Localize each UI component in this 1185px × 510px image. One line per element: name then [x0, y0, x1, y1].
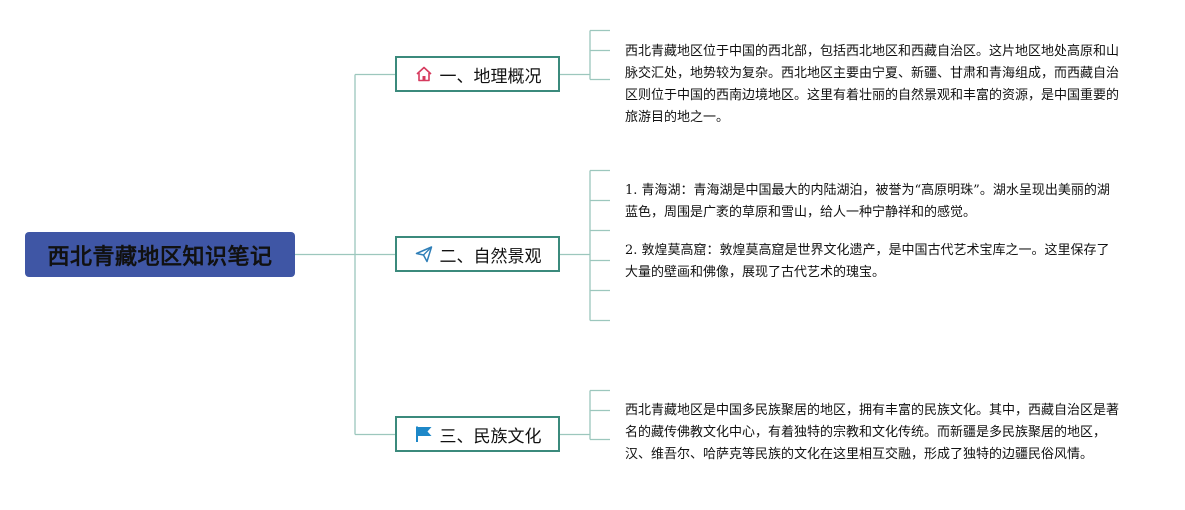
branch-label: 三、民族文化 [439, 426, 542, 447]
root-title: 西北青藏地区知识笔记 [47, 244, 273, 270]
send-icon [414, 244, 434, 264]
branch-natural-scenery[interactable]: 二、自然景观 [395, 236, 560, 272]
note-geography: 西北青藏地区位于中国的西北部，包括西北地区和西藏自治区。这片地区地处高原和山脉交… [625, 44, 1120, 125]
flag-icon [414, 424, 434, 444]
branch-geography[interactable]: 一、地理概况 [395, 56, 560, 92]
branch-ethnic-culture[interactable]: 三、民族文化 [395, 416, 560, 452]
note-ethnic-culture: 西北青藏地区是中国多民族聚居的地区，拥有丰富的民族文化。其中，西藏自治区是著名的… [625, 403, 1120, 462]
note-mogao-caves: 2. 敦煌莫高窟：敦煌莫高窟是世界文化遗产，是中国古代艺术宝库之一。这里保存了大… [625, 243, 1110, 280]
root-topic[interactable]: 西北青藏地区知识笔记 [25, 232, 295, 277]
home-icon [414, 64, 434, 84]
note-qinghai-lake: 1. 青海湖：青海湖是中国最大的内陆湖泊，被誉为“高原明珠”。湖水呈现出美丽的湖… [625, 183, 1110, 220]
branch-label: 一、地理概况 [439, 66, 542, 87]
branch-label: 二、自然景观 [439, 246, 542, 267]
